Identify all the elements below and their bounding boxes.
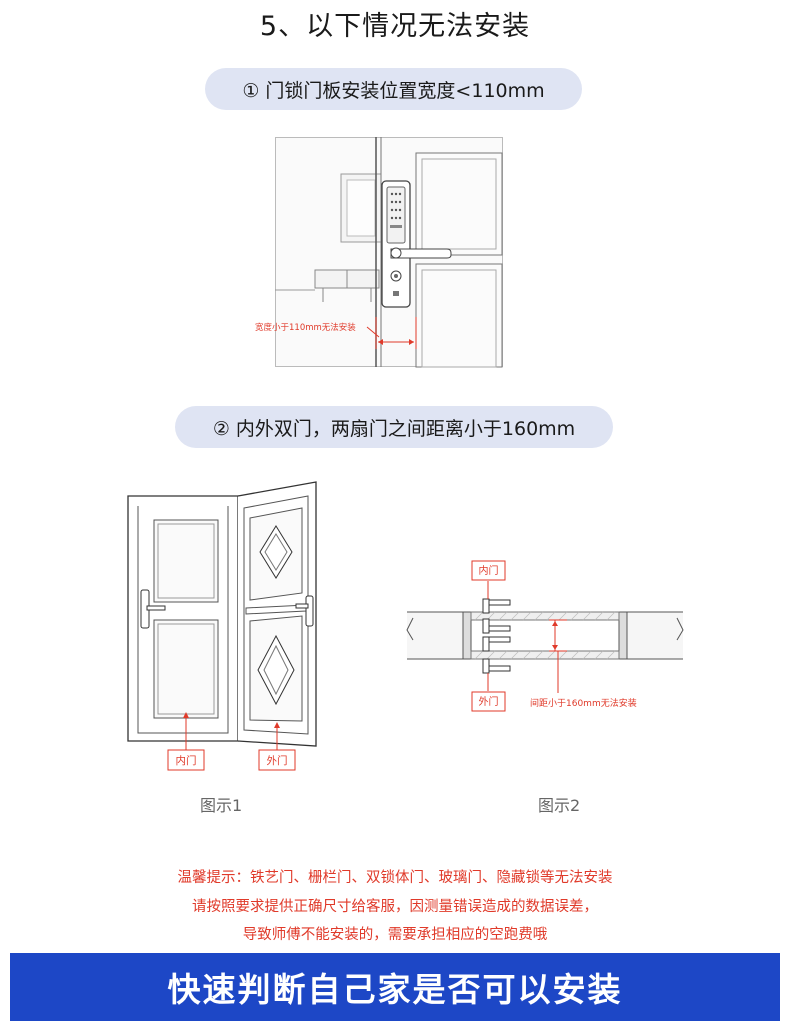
fig2-inner-tag-text: 内门 [479,564,499,577]
fig2-inner-tag [471,560,506,581]
outer-door-leaf [470,650,620,660]
fig2-annotation: 间距小于160mm无法安装 [530,697,637,709]
inner-door-upper-panel [153,519,219,603]
page-title: 5、以下情况无法安装 [259,11,531,42]
lock-panel-width-illustration: 宽度小于110mm无法安装 [255,137,503,368]
case1-label: ① 门锁门板安装位置宽度<110mm [242,79,545,102]
double-door-figure: 内门 外门 [127,481,317,771]
notice-line-2: 请按照要求提供正确尺寸给客服，因测量错误造成的数据误差， [192,899,598,915]
notice-line-3: 导致师傅不能安装的，需要承担相应的空跑费哦 [242,927,548,943]
fig1-inner-tag-text: 内门 [176,754,197,767]
case1-label-pill: ① 门锁门板安装位置宽度<110mm [205,68,582,110]
inner-door-lower-panel [153,619,219,719]
inner-door-leaf [470,611,620,621]
outer-handle-icon [487,636,511,643]
fig1-inner-tag [167,749,205,771]
door-gap-figure: 间距小于160mm无法安装 内门 外门 [406,560,684,712]
bottom-banner-text: 快速判断自己家是否可以安装 [167,970,623,1009]
fig2-caption: 图示2 [538,796,581,815]
fig1-outer-tag [258,749,296,771]
fig1-caption: 图示1 [200,796,243,815]
inner-handle-icon [487,599,511,606]
case1-annotation: 宽度小于110mm无法安装 [255,322,356,333]
case2-label: ② 内外双门，两扇门之间距离小于160mm [212,417,576,440]
bottom-banner: 快速判断自己家是否可以安装 [10,953,780,1021]
door-handle-icon [390,248,452,259]
fig2-outer-tag [471,691,506,712]
notice-line-1: 温馨提示：铁艺门、栅栏门、双锁体门、玻璃门、隐藏锁等无法安装 [177,870,613,886]
fig2-outer-tag-text: 外门 [479,695,499,708]
door-panel-upper [415,152,503,256]
door-panel-lower [415,263,503,368]
outer-door-lock [305,595,314,627]
case2-label-pill: ② 内外双门，两扇门之间距离小于160mm [175,406,613,448]
fig1-outer-tag-text: 外门 [267,754,288,767]
